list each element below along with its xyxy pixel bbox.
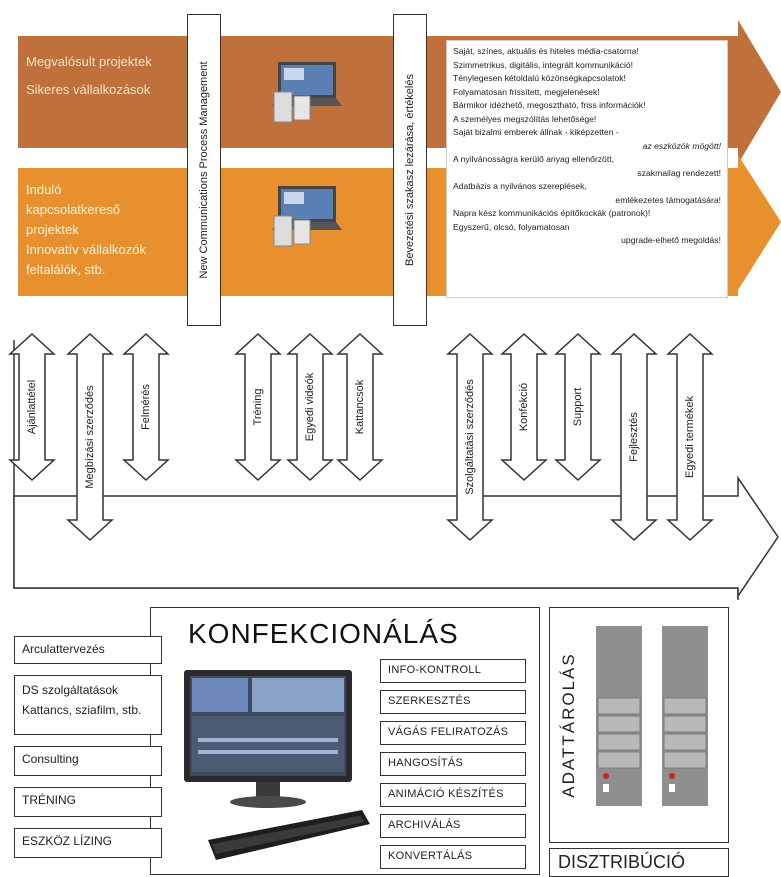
service-label: Arculattervezés [22,642,105,656]
service-consulting: Consulting [14,746,162,776]
arrow-label: Megbízási szerződés [78,358,102,516]
benefits-panel: Saját, színes, aktuális és hiteles média… [446,40,728,298]
middle-band-line-4: Innovatív vállalkozók [26,242,146,257]
note-line: Szimmetrikus, digitális, integrált kommu… [453,59,634,70]
double-arrow-8 [554,332,602,482]
arrow-label: Ajánlattétel [20,358,44,456]
step-info-kontroll: INFO-KONTROLL [380,659,526,683]
double-arrow-5 [336,332,384,482]
note-line: Saját, színes, aktuális és hiteles média… [453,46,639,56]
arrow-label: Tréning [246,358,270,456]
note-line: Egyszerű, olcsó, folyamatosan [453,221,570,232]
double-arrow-4 [286,332,334,482]
service-sublabel: Kattancs, sziafilm, stb. [22,703,142,717]
note-line: A személyes megszólítás lehetősége! [453,113,597,124]
arrow-label: Konfekció [512,358,536,456]
note-line: Bármikor idézhető, megosztható, friss in… [453,100,646,110]
arrow-label-text: Megbízási szerződés [84,385,96,489]
service-eszkoz-lizing: ESZKÖZ LÍZING [14,828,162,858]
workstation-icon [184,670,370,860]
double-arrow-10 [666,332,714,542]
service-label: DS szolgáltatások [22,683,119,697]
ncpm-label: New Communications Process Management [198,61,210,279]
middle-band-line-1: Induló [26,182,62,197]
arrow-label: Egyedi videók [298,358,322,456]
arrow-label: Support [566,358,590,456]
middle-band-line-3: projektek [26,222,79,237]
laptop-icon [272,186,342,247]
step-konvertalas: KONVERTÁLÁS [380,845,526,869]
top-band-line-1: Megvalósult projektek [26,54,152,69]
note-line: az eszközök mögött! [642,140,721,151]
arrow-label-text: Egyedi termékek [684,396,696,478]
service-ds-szolgaltatasok: DS szolgáltatások Kattancs, sziafilm, st… [14,675,162,735]
top-band-line-2: Sikeres vállalkozások [26,82,151,97]
flow-svg [8,332,779,600]
note-line: emlékezetes támogatására! [615,194,721,205]
arrow-label: Egyedi termékek [678,358,702,516]
service-trening: TRÉNING [14,787,162,817]
arrow-label-text: Fejlesztés [628,412,640,462]
laptop-icon [272,62,342,123]
arrow-label-text: Egyedi videók [304,372,316,442]
note-line: szakmailag rendezett! [637,167,721,178]
step-hangositas: HANGOSÍTÁS [380,752,526,776]
step-animacio-keszites: ANIMÁCIÓ KÉSZÍTÉS [380,783,526,807]
step-archivalas: ARCHIVÁLÁS [380,814,526,838]
note-line: upgrade-elhető megoldás! [621,235,721,245]
distribution-box: DISZTRIBÚCIÓ [549,848,729,877]
service-label: ESZKÖZ LÍZING [22,834,113,848]
middle-band-line-2: kapcsolatkereső [26,202,120,217]
arrow-label: Szolgáltatási szerződés [458,358,482,516]
storage-label: ADATTÁROLÁS [559,652,578,798]
arrow-label-text: Tréning [252,388,264,426]
double-arrow-7 [500,332,548,482]
note-line: Saját bizalmi emberek állnak - kiképzett… [453,127,619,137]
arrow-label: Kattancsok [348,358,372,456]
double-arrow-0 [8,332,56,482]
double-arrow-1 [66,332,114,542]
server-icons [596,626,708,806]
server-icon [662,626,708,806]
arrow-label-text: Konfekció [518,382,530,432]
service-arculattervezes: Arculattervezés [14,636,162,664]
double-arrow-2 [122,332,170,482]
arrow-label-text: Support [572,387,584,427]
service-label: TRÉNING [22,793,76,807]
ncpm-bar: New Communications Process Management [187,14,221,326]
note-line: Adatbázis a nyilvános szereplések, [453,181,587,191]
evaluation-label: Bevezetési szakasz lezárása, értékelés [404,74,416,266]
note-line: Ténylegesen kétoldalú közönségkapcsolato… [453,73,626,83]
double-arrow-9 [610,332,658,542]
arrow-label-text: Szolgáltatási szerződés [464,379,476,495]
arrow-label-text: Ajánlattétel [26,379,38,435]
konfekcio-title: KONFEKCIONÁLÁS [188,618,459,649]
arrow-label: Fejlesztés [622,358,646,516]
note-line: Folyamatosan frissített, megjelenések! [453,86,600,97]
double-arrows [8,332,714,542]
double-arrow-6 [446,332,494,542]
server-icon [596,626,642,806]
service-label: Consulting [22,752,79,766]
distribution-label: DISZTRIBÚCIÓ [558,852,686,872]
main-flow-arrowhead [13,475,779,599]
step-vagas-feliratozas: VÁGÁS FELIRATOZÁS [380,721,526,745]
note-line: Napra kész kommunikációs építőkockák (pa… [453,208,651,218]
evaluation-bar: Bevezetési szakasz lezárása, értékelés [393,14,427,326]
arrow-label: Felmérés [134,358,158,456]
double-arrow-3 [234,332,282,482]
arrow-label-text: Kattancsok [354,379,366,435]
arrow-label-text: Felmérés [140,384,152,430]
step-szerkesztes: SZERKESZTÉS [380,690,526,714]
note-line: A nyilvánosságra kerülő anyag ellenőrzöt… [453,154,614,164]
middle-band-line-5: feltalálók, stb. [26,262,106,277]
